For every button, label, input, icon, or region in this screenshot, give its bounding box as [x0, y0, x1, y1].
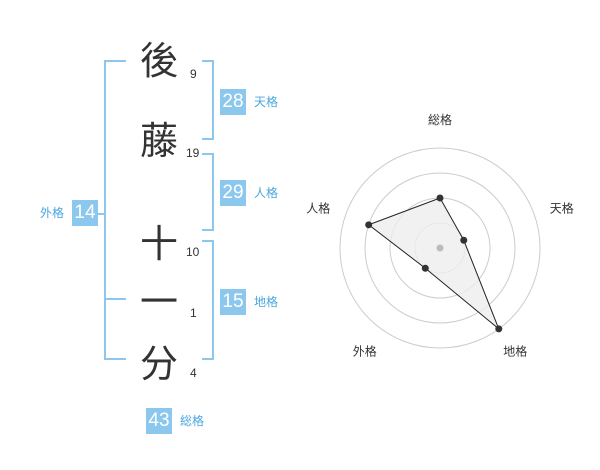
tenkaku-bracket-vertical	[212, 60, 214, 140]
stroke-count-5: 4	[190, 366, 197, 380]
jinkaku-bracket-top	[202, 153, 214, 155]
gaikaku-label: 外格	[40, 206, 65, 220]
radar-point-5	[365, 221, 373, 229]
tenkaku-bracket-top	[202, 60, 214, 62]
radar-point-4	[421, 264, 429, 272]
tenkaku-badge: 28	[220, 89, 246, 115]
soukaku-label: 総格	[180, 414, 205, 428]
chikaku-bracket-top	[202, 240, 214, 242]
char-3: 十	[140, 222, 179, 266]
char-1: 後	[140, 39, 179, 83]
jinkaku-bracket-vertical	[212, 153, 214, 231]
chikaku-bracket-bottom	[202, 358, 214, 360]
gaikaku-bracket-bottom	[104, 358, 126, 360]
chikaku-badge: 15	[220, 289, 246, 315]
soukaku-badge: 43	[146, 408, 172, 434]
radar-grid-circle-3	[364, 172, 516, 324]
radar-point-2	[460, 236, 468, 244]
chikaku-label: 地格	[254, 295, 279, 309]
chikaku-bracket-vertical	[212, 240, 214, 360]
jinkaku-badge: 29	[220, 180, 246, 206]
jinkaku-label: 人格	[254, 186, 279, 200]
radar-grid-circle-4	[339, 147, 541, 349]
radar-polygon	[367, 197, 500, 330]
stroke-count-4: 1	[190, 306, 197, 320]
gaikaku-bracket-vertical	[104, 60, 106, 360]
radar-axis-label-4: 外格	[353, 344, 377, 359]
tenkaku-bracket-bottom	[202, 138, 214, 140]
gaikaku-bracket-mid	[104, 298, 126, 300]
radar-axis-label-2: 天格	[550, 200, 574, 215]
char-2: 藤	[140, 119, 179, 163]
stroke-count-3: 10	[186, 245, 200, 259]
radar-axis-label-5: 人格	[306, 200, 330, 215]
char-5: 分	[140, 342, 179, 386]
radar-axis-label-3: 地格	[503, 344, 527, 359]
char-4: 一	[140, 280, 179, 324]
stroke-count-2: 19	[186, 146, 200, 160]
radar-point-3	[495, 325, 503, 333]
tenkaku-label: 天格	[254, 95, 279, 109]
radar-axis-label-1: 総格	[428, 112, 452, 127]
gaikaku-bracket-top	[104, 60, 126, 62]
jinkaku-bracket-bottom	[202, 229, 214, 231]
radar-point-1	[436, 194, 444, 202]
gaikaku-badge: 14	[72, 200, 98, 226]
radar-center-dot	[436, 244, 444, 252]
stroke-count-1: 9	[190, 67, 197, 81]
gaikaku-connector	[98, 213, 106, 215]
